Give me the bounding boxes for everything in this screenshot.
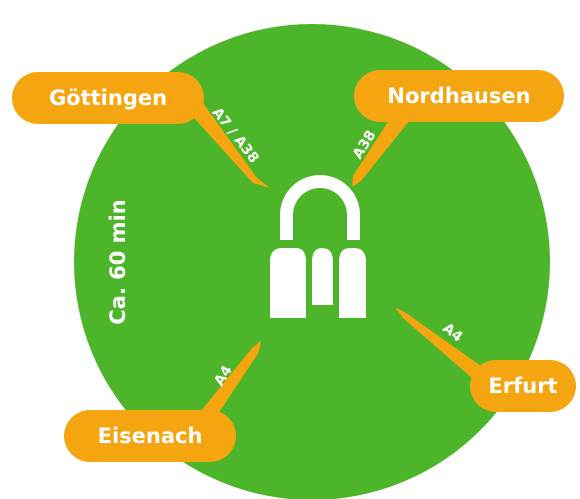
city-pill-gottingen: Göttingen [12,72,204,124]
city-pill-nordhausen: Nordhausen [354,70,564,122]
city-pill-bg-eisenach [64,410,236,462]
logo-columns [270,248,366,318]
city-name-gottingen: Göttingen [49,86,167,110]
route-arrow-nordhausen [352,108,410,187]
route-arrow-erfurt [395,307,491,385]
city-pill-bg-nordhausen [354,70,564,122]
travel-time-label: Ca. 60 min [106,199,130,324]
city-name-eisenach: Eisenach [98,424,203,448]
travel-region-circle [74,24,550,499]
route-arrow-eisenach [200,341,261,420]
center-logo [270,175,366,318]
city-pill-eisenach: Eisenach [64,410,236,462]
route-arrow-gottingen [185,96,270,188]
city-pill-bg-gottingen [12,72,204,124]
logo-arch [280,175,360,240]
city-name-nordhausen: Nordhausen [387,84,530,108]
city-pill-bg-erfurt [470,360,576,412]
city-pill-erfurt: Erfurt [470,360,576,412]
city-name-erfurt: Erfurt [488,374,557,398]
